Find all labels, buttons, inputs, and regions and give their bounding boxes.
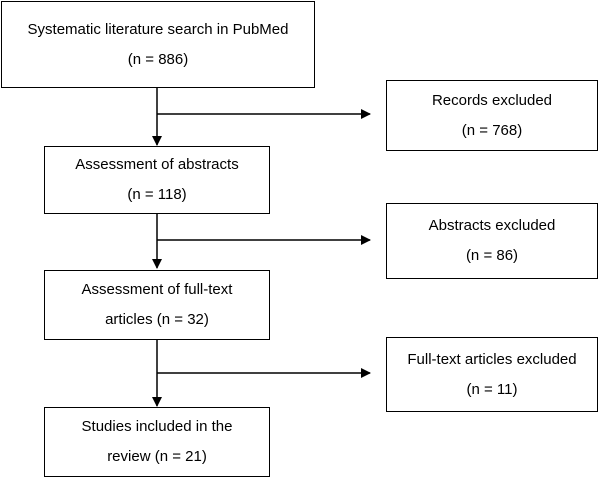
abstracts-excluded-line2: (n = 86) (465, 247, 519, 264)
included-studies-line1: Studies included in the (81, 418, 233, 435)
abstracts-assessment-line1: Assessment of abstracts (75, 156, 239, 173)
abstracts-assessment-line2: (n = 118) (127, 186, 187, 203)
fulltext-excluded-line2: (n = 11) (466, 380, 518, 398)
included-studies-box: Studies included in the review (n = 21) (44, 407, 270, 477)
abstracts-assessment-box: Assessment of abstracts (n = 118) (44, 146, 270, 214)
included-studies-line2: review (n = 21) (107, 448, 207, 465)
records-excluded-box: Records excluded (n = 768) (386, 80, 598, 151)
fulltext-assessment-line2: articles (n = 32) (105, 311, 209, 328)
search-box: Systematic literature search in PubMed (… (1, 1, 315, 88)
search-box-line1: Systematic literature search in PubMed (27, 20, 289, 38)
fulltext-assessment-box: Assessment of full-text articles (n = 32… (44, 270, 270, 340)
fulltext-excluded-line1: Full-text articles excluded (407, 350, 577, 368)
abstracts-excluded-line1: Abstracts excluded (428, 217, 556, 234)
abstracts-excluded-box: Abstracts excluded (n = 86) (386, 203, 598, 279)
records-excluded-line2: (n = 768) (461, 121, 523, 139)
search-box-line2: (n = 886) (127, 50, 189, 68)
fulltext-excluded-box: Full-text articles excluded (n = 11) (386, 337, 598, 412)
fulltext-assessment-line1: Assessment of full-text (81, 281, 233, 298)
records-excluded-line1: Records excluded (431, 91, 553, 109)
